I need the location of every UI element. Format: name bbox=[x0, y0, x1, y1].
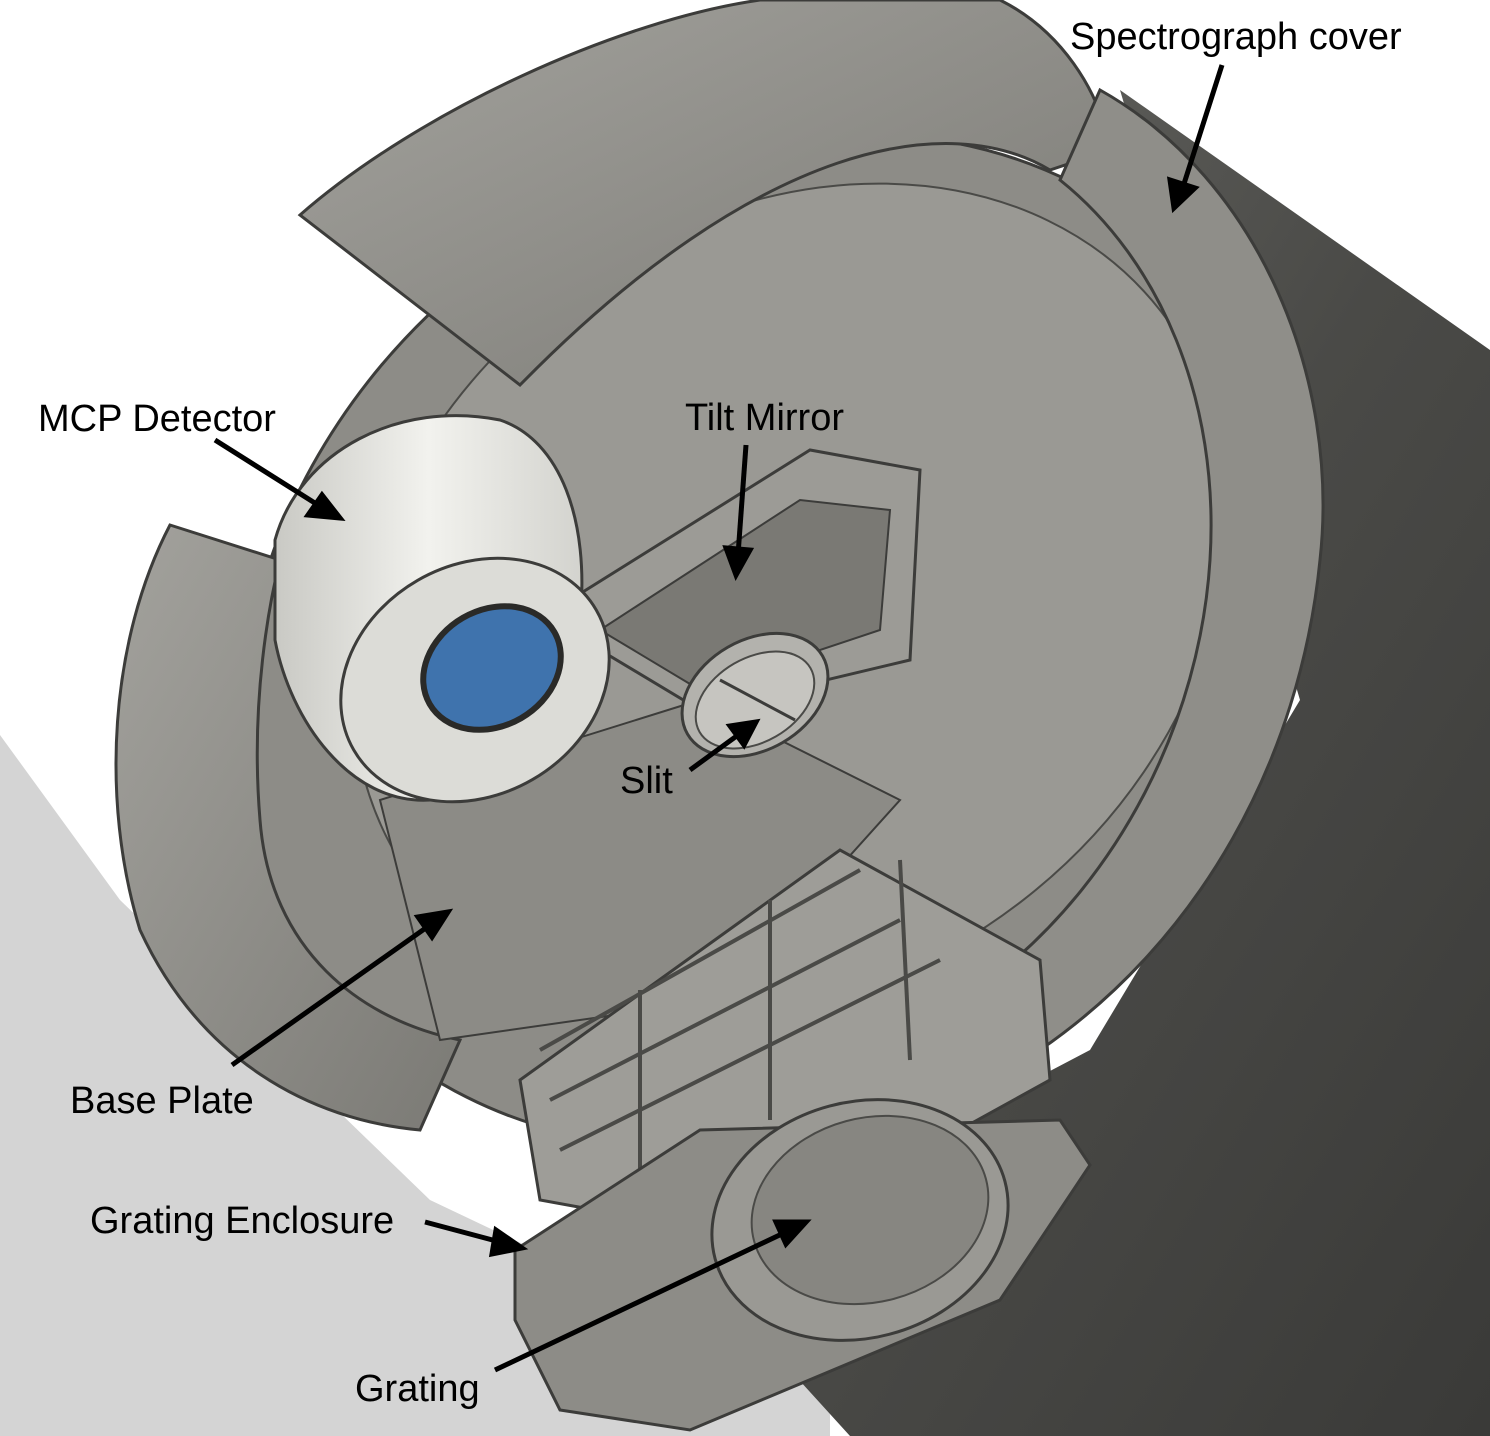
grating-enclosure-ribs bbox=[539, 859, 941, 1170]
lower-cover-flap bbox=[114, 523, 463, 1132]
tilt-mirror-cavity bbox=[598, 498, 892, 692]
label-base-plate: Base Plate bbox=[70, 1080, 254, 1122]
arrow-base-plate bbox=[230, 922, 432, 1068]
label-grating-enclosure: Grating Enclosure bbox=[90, 1200, 395, 1242]
floor-shadow bbox=[0, 735, 830, 1436]
label-spectrograph-cover: Spectrograph cover bbox=[1070, 16, 1402, 58]
label-slit: Slit bbox=[620, 760, 673, 802]
spectrograph-cover-ring bbox=[987, 87, 1325, 1053]
upper-cover-flap bbox=[297, 0, 1112, 388]
mcp-detector-window bbox=[420, 603, 564, 733]
label-mcp-detector: MCP Detector bbox=[38, 398, 276, 440]
arrow-mcp-detector bbox=[213, 437, 320, 508]
arrow-spectrograph-cover bbox=[1179, 64, 1225, 191]
annotation-arrows bbox=[213, 64, 1225, 1373]
label-tilt-mirror: Tilt Mirror bbox=[685, 397, 844, 439]
slit-line bbox=[719, 678, 796, 722]
arrow-slit bbox=[688, 732, 740, 773]
grating-disk bbox=[750, 1114, 990, 1306]
label-grating: Grating bbox=[355, 1368, 480, 1410]
arrow-tilt-mirror bbox=[735, 444, 749, 556]
arrow-grating-enclosure bbox=[424, 1219, 501, 1245]
arrow-grating bbox=[493, 1229, 788, 1373]
